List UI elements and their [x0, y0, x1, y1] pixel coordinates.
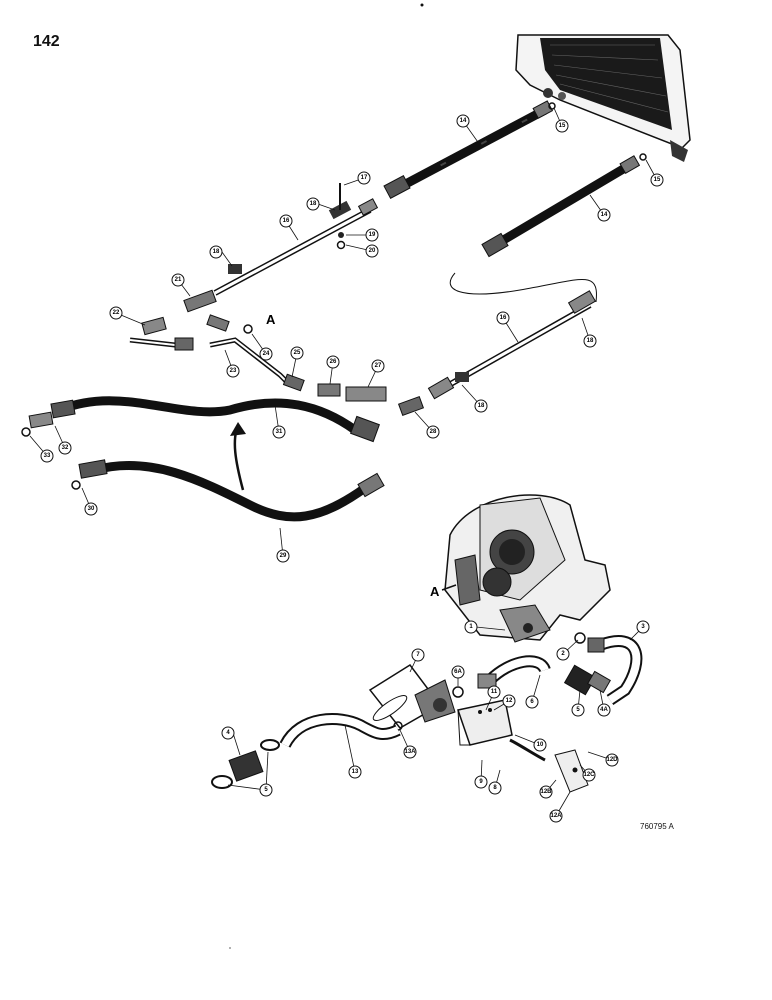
callout-30: 30 — [88, 506, 95, 512]
callout-23: 23 — [230, 368, 237, 374]
callout-21: 21 — [175, 277, 182, 283]
callout-10: 10 — [537, 742, 544, 748]
callout-20: 20 — [369, 248, 376, 254]
figure-code: 760795 A — [640, 822, 674, 831]
callout-14-lower: 14 — [601, 212, 608, 218]
callout-6: 6 — [530, 699, 534, 705]
callout-28: 28 — [430, 429, 437, 435]
fittings-group-middle — [317, 383, 425, 417]
callout-7: 7 — [416, 652, 420, 658]
tube-13 — [279, 713, 401, 749]
radiator — [515, 34, 691, 162]
tube-16-lower — [427, 290, 597, 400]
callout-26: 26 — [330, 359, 337, 365]
callout-12c: 12C — [583, 772, 595, 778]
callout-5-right: 5 — [576, 707, 580, 713]
callout-1: 1 — [469, 624, 473, 630]
arrow-head — [230, 422, 246, 436]
callout-12b: 12B — [540, 789, 552, 795]
callout-5-left: 5 — [264, 787, 268, 793]
tube-16-upper — [213, 183, 379, 296]
callout-18-left: 18 — [213, 249, 220, 255]
callout-12d: 12D — [606, 757, 618, 763]
callout-13a: 13A — [404, 749, 416, 755]
callout-16-lower: 16 — [500, 315, 507, 321]
hose-14-upper — [383, 100, 556, 200]
transmission-housing — [444, 494, 611, 643]
callout-27: 27 — [375, 363, 382, 369]
callout-19: 19 — [369, 232, 376, 238]
tube-6 — [452, 655, 551, 698]
callout-15-upper: 15 — [559, 123, 566, 129]
callout-9: 9 — [479, 779, 483, 785]
page-number: 142 — [33, 33, 60, 50]
coupling-4 — [211, 739, 280, 789]
callout-12: 12 — [506, 698, 513, 704]
reference-letter-lower: A — [430, 584, 440, 599]
callout-13: 13 — [352, 769, 359, 775]
callout-25: 25 — [294, 350, 301, 356]
callout-31: 31 — [276, 429, 283, 435]
hose-29 — [71, 459, 385, 522]
connector-line — [449, 272, 597, 303]
callout-16-upper: 16 — [283, 218, 290, 224]
callout-6a: 6A — [454, 669, 462, 675]
callout-8: 8 — [493, 785, 497, 791]
hose-31 — [21, 396, 380, 443]
callout-4: 4 — [226, 730, 230, 736]
callout-2: 2 — [561, 651, 565, 657]
callout-4a: 4A — [600, 707, 608, 713]
hose-14-lower — [481, 153, 647, 258]
callout-17: 17 — [361, 175, 368, 181]
callout-33: 33 — [44, 453, 51, 459]
filter-7 — [368, 663, 456, 731]
callout-15-lower: 15 — [654, 177, 661, 183]
callout-12a: 12A — [550, 813, 562, 819]
callout-14-upper: 14 — [460, 118, 467, 124]
callout-18-bottom: 18 — [478, 403, 485, 409]
callout-18-top: 18 — [310, 201, 317, 207]
callout-3: 3 — [641, 624, 645, 630]
callout-22: 22 — [113, 310, 120, 316]
callout-29: 29 — [280, 553, 287, 559]
callouts: 1 2 3 4 4A 5 5 — [29, 107, 664, 823]
tube-3 — [563, 632, 643, 705]
callout-11: 11 — [491, 689, 498, 695]
callout-24: 24 — [263, 351, 270, 357]
callout-18-right: 18 — [587, 338, 594, 344]
reference-letter-upper: A — [266, 312, 276, 327]
callout-32: 32 — [62, 445, 69, 451]
bracket-10 — [457, 699, 589, 793]
fittings-group-left — [129, 289, 305, 392]
